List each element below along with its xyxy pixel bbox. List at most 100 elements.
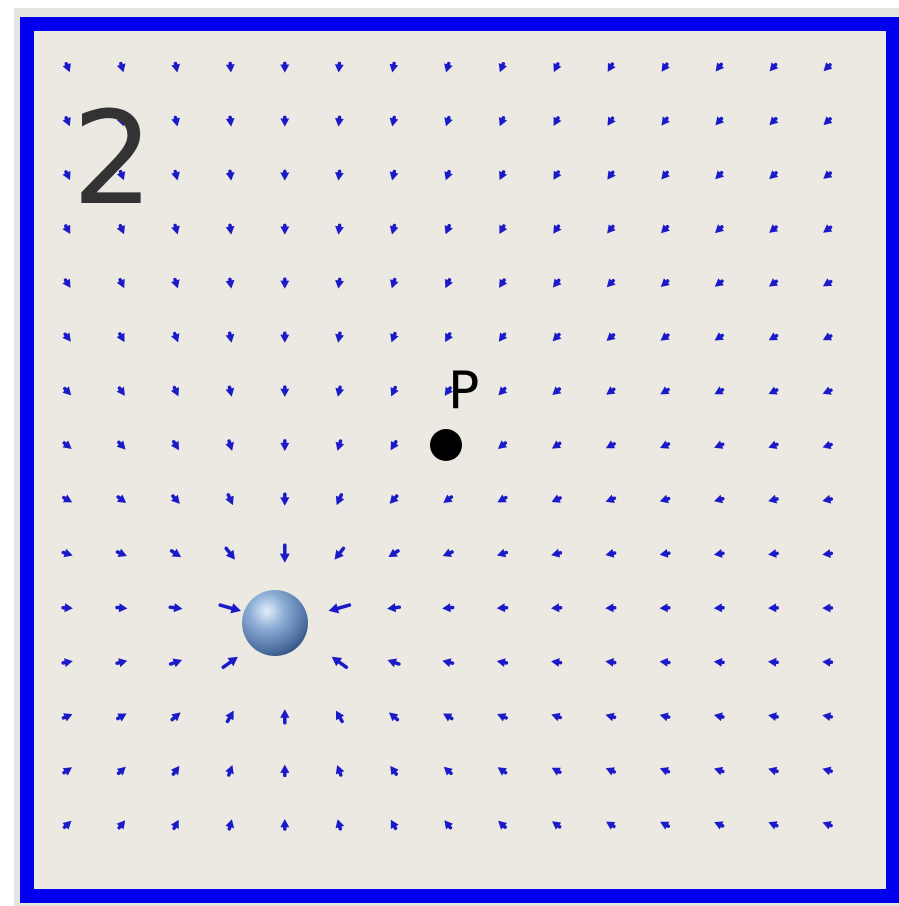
field-arrow-head bbox=[768, 712, 777, 721]
field-arrow-head bbox=[171, 117, 180, 127]
field-arrow-head bbox=[714, 821, 724, 830]
field-arrow-head bbox=[389, 225, 399, 235]
field-arrow-head bbox=[551, 767, 561, 776]
field-arrow-head bbox=[659, 712, 669, 722]
field-arrow-head bbox=[822, 386, 832, 395]
field-arrow-head bbox=[498, 386, 508, 396]
field-arrow-head bbox=[713, 603, 723, 613]
field-arrow-head bbox=[822, 766, 832, 776]
field-arrow-head bbox=[768, 657, 777, 667]
field-arrow-head bbox=[713, 549, 723, 558]
field-arrow-head bbox=[62, 767, 72, 776]
field-arrow-head bbox=[62, 820, 72, 830]
field-arrow-head bbox=[659, 657, 669, 667]
panel-frame bbox=[20, 17, 899, 903]
field-arrow-head bbox=[64, 603, 73, 613]
field-arrow-head bbox=[225, 225, 235, 235]
field-arrow-head bbox=[714, 332, 724, 341]
field-arrow-head bbox=[335, 765, 345, 775]
field-arrow-head bbox=[661, 62, 670, 72]
field-arrow-head bbox=[62, 494, 73, 503]
field-arrow-head bbox=[606, 278, 616, 288]
field-arrow-head bbox=[389, 494, 399, 504]
field-arrow-head bbox=[225, 279, 235, 289]
field-arrow-head bbox=[661, 224, 670, 234]
field-arrow-head bbox=[280, 172, 290, 181]
field-arrow-head bbox=[171, 63, 181, 73]
field-arrow-head bbox=[768, 386, 778, 395]
field-arrow-head bbox=[498, 820, 508, 830]
field-arrow-head bbox=[769, 62, 779, 72]
field-arrow-head bbox=[498, 332, 508, 342]
field-arrow-head bbox=[823, 116, 833, 126]
field-arrow-head bbox=[118, 658, 128, 668]
field-arrow-head bbox=[62, 63, 71, 73]
field-arrow-head bbox=[390, 333, 399, 343]
field-arrow-head bbox=[388, 548, 398, 558]
field-arrow-head bbox=[118, 603, 128, 613]
field-arrow-head bbox=[116, 171, 126, 181]
field-arrow-head bbox=[225, 387, 235, 397]
field-arrow-head bbox=[390, 440, 399, 451]
field-arrow-head bbox=[823, 170, 833, 179]
field-arrow-head bbox=[822, 332, 832, 341]
field-arrow-head bbox=[171, 333, 180, 343]
field-arrow-head bbox=[280, 709, 290, 718]
field-arrow-head bbox=[225, 441, 234, 451]
field-arrow-head bbox=[551, 712, 561, 722]
field-arrow-head bbox=[606, 386, 616, 395]
field-arrow-head bbox=[660, 821, 670, 830]
field-arrow-head bbox=[713, 712, 723, 722]
field-arrow-head bbox=[117, 713, 127, 722]
field-arrow-head bbox=[389, 712, 399, 722]
field-arrow-head bbox=[62, 440, 72, 449]
point-p-label: P bbox=[448, 361, 479, 421]
field-arrow-head bbox=[552, 332, 562, 342]
field-arrow-head bbox=[822, 549, 831, 558]
field-arrow-head bbox=[225, 495, 234, 506]
field-arrow-head bbox=[171, 548, 182, 558]
field-arrow-head bbox=[822, 603, 831, 613]
field-arrow-head bbox=[443, 494, 453, 503]
field-arrow-head bbox=[551, 494, 561, 503]
field-arrow-head bbox=[390, 387, 399, 397]
field-arrow-head bbox=[225, 765, 234, 775]
field-arrow-head bbox=[714, 494, 723, 504]
field-arrow-head bbox=[822, 278, 833, 287]
field-arrow-head bbox=[496, 603, 506, 613]
field-arrow-head bbox=[715, 170, 725, 180]
field-arrow-head bbox=[64, 658, 73, 667]
field-arrow-head bbox=[497, 713, 507, 722]
field-arrow-head bbox=[116, 440, 126, 450]
field-arrow-head bbox=[116, 494, 127, 503]
field-arrow-head bbox=[607, 116, 616, 126]
field-arrow-head bbox=[714, 440, 724, 449]
field-arrow-head bbox=[280, 118, 290, 127]
field-arrow-head bbox=[552, 821, 562, 830]
field-arrow-head bbox=[280, 280, 290, 289]
field-arrow-head bbox=[822, 494, 832, 504]
field-arrow-head bbox=[63, 548, 73, 558]
field-arrow-head bbox=[444, 225, 453, 235]
field-arrow-head bbox=[170, 819, 179, 829]
field-arrow-head bbox=[225, 118, 235, 127]
field-arrow-head bbox=[605, 712, 615, 722]
field-arrow-head bbox=[769, 224, 779, 233]
field-arrow-head bbox=[605, 440, 616, 449]
field-arrow-head bbox=[661, 116, 670, 126]
field-arrow-head bbox=[280, 497, 290, 506]
field-arrow-head bbox=[387, 603, 397, 613]
field-arrow-head bbox=[660, 386, 670, 395]
field-arrow-head bbox=[499, 224, 508, 234]
field-arrow-head bbox=[335, 279, 344, 289]
field-arrow-head bbox=[328, 603, 340, 614]
field-arrow-head bbox=[335, 387, 345, 397]
field-arrow-head bbox=[280, 64, 290, 73]
field-arrow-head bbox=[552, 386, 562, 395]
field-arrow-head bbox=[714, 278, 724, 287]
field-arrow-head bbox=[551, 603, 560, 613]
field-arrow-head bbox=[442, 658, 452, 668]
field-arrow-head bbox=[496, 658, 506, 667]
field-arrow-head bbox=[171, 279, 180, 289]
field-arrow-head bbox=[551, 658, 560, 667]
